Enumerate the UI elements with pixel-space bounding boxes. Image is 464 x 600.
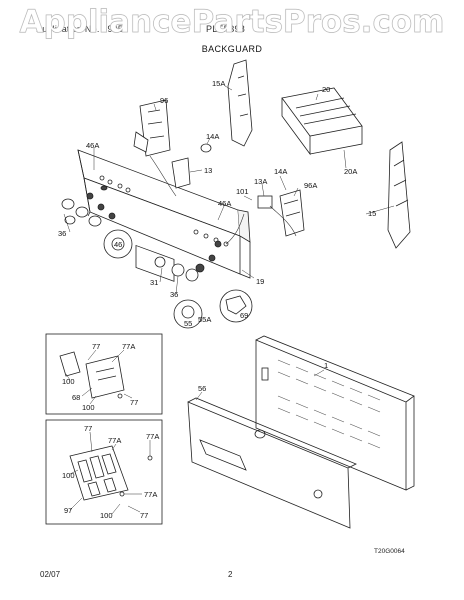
module-20 xyxy=(281,87,363,156)
callout-20A: 20A xyxy=(344,167,357,176)
footer-date: 02/07 xyxy=(40,570,61,579)
callout-77: 77 xyxy=(92,342,100,351)
inset-box-2 xyxy=(45,419,163,525)
callout-36-b: 36 xyxy=(170,290,178,299)
detail-circle-46 xyxy=(103,229,133,259)
callout-31: 31 xyxy=(150,278,158,287)
section-title: BACKGUARD xyxy=(201,44,263,54)
callout-77A: 77A xyxy=(122,342,135,351)
callout-101: 101 xyxy=(236,187,249,196)
callout-77-c: 77 xyxy=(84,424,92,433)
callout-68: 68 xyxy=(72,393,80,402)
callout-100: 100 xyxy=(62,377,75,386)
leader-lines xyxy=(63,85,395,515)
callout-100-b: 100 xyxy=(82,403,95,412)
bracket-13 xyxy=(171,157,191,189)
callout-13: 13 xyxy=(204,166,212,175)
rear-panel-1 xyxy=(255,335,415,491)
callout-15A: 15A xyxy=(212,79,225,88)
header-line: Publication No. 5995 PLEF398 xyxy=(36,24,245,34)
callout-36: 36 xyxy=(58,229,66,238)
callout-56: 56 xyxy=(198,384,206,393)
callout-1: 1 xyxy=(324,361,328,370)
callout-55: 55 xyxy=(184,319,192,328)
callout-77A-b: 77A xyxy=(108,436,121,445)
callout-77A-d: 77A xyxy=(144,490,157,499)
callout-14A-b: 14A xyxy=(274,167,287,176)
callout-77A-c: 77A xyxy=(146,432,159,441)
left-knobs xyxy=(61,185,116,227)
callout-96: 96 xyxy=(160,96,168,105)
callout-13A: 13A xyxy=(254,177,267,186)
drawing-id: T20G0064 xyxy=(374,548,405,555)
wire-harness xyxy=(149,155,297,245)
relay-13A xyxy=(257,195,273,209)
rear-panel-56 xyxy=(187,397,357,529)
callout-19: 19 xyxy=(256,277,264,286)
model-number: PLEF398 xyxy=(206,24,245,34)
callout-100-c: 100 xyxy=(62,471,75,480)
callout-46: 46 xyxy=(114,240,122,249)
callout-46A: 46A xyxy=(86,141,99,150)
control-board-96 xyxy=(133,99,171,157)
bracket-15A xyxy=(227,59,253,147)
callout-55A: 55A xyxy=(198,315,211,324)
footer-page-number: 2 xyxy=(228,570,233,579)
callout-97: 97 xyxy=(64,506,72,515)
inset-box-1 xyxy=(45,333,163,415)
detail-circle-69 xyxy=(219,289,253,323)
callout-15: 15 xyxy=(368,209,376,218)
callout-14A: 14A xyxy=(206,132,219,141)
lower-knobs xyxy=(154,240,222,282)
board-96A xyxy=(279,189,305,237)
watermark: AppliancePartsPros.com xyxy=(19,4,445,41)
callout-96A: 96A xyxy=(304,181,317,190)
part-14A-upper xyxy=(200,143,212,153)
callout-100-d: 100 xyxy=(100,511,113,520)
detail-circle-55 xyxy=(173,299,203,329)
callout-69: 69 xyxy=(240,311,248,320)
callout-77-d: 77 xyxy=(140,511,148,520)
callout-20: 20 xyxy=(322,85,330,94)
callout-77-b: 77 xyxy=(130,398,138,407)
callout-46A-b: 46A xyxy=(218,199,231,208)
bracket-15 xyxy=(387,141,411,249)
publication-number: Publication No. 5995 xyxy=(36,24,124,34)
